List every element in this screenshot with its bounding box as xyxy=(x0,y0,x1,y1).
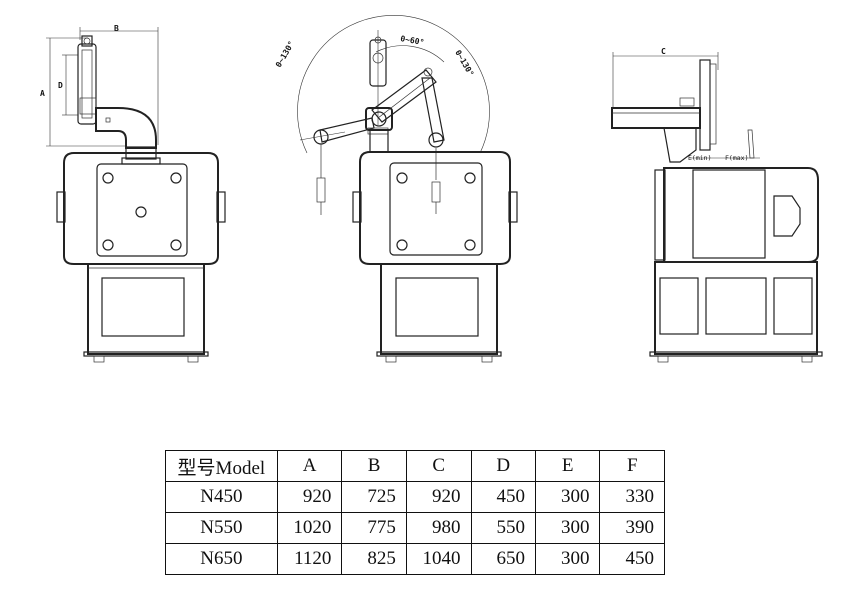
header-b: B xyxy=(341,450,407,482)
cell-e: 300 xyxy=(534,543,601,575)
header-a: A xyxy=(276,450,343,482)
cell-d: 450 xyxy=(470,481,537,513)
cell-c: 1040 xyxy=(405,543,472,575)
dim-label-b: B xyxy=(114,24,119,33)
dim-label-a: A xyxy=(40,89,45,98)
front-view-swing: 0~60° 0~130° 0~130° xyxy=(274,15,518,363)
dim-label-d: D xyxy=(58,81,63,90)
cell-b: 825 xyxy=(341,543,407,575)
cell-d: 650 xyxy=(470,543,537,575)
dim-label-e: E(min) xyxy=(688,154,711,162)
model-spec-table: 型号Model A B C D E F N450 920 725 920 450… xyxy=(165,450,665,575)
table-row: N450 920 725 920 450 300 330 xyxy=(165,481,665,513)
cell-f: 390 xyxy=(599,512,665,544)
cell-a: 1120 xyxy=(276,543,343,575)
header-d: D xyxy=(470,450,537,482)
header-model: 型号Model xyxy=(165,450,278,482)
cell-c: 980 xyxy=(405,512,472,544)
technical-drawing: B A D xyxy=(40,15,823,363)
cell-a: 920 xyxy=(276,481,343,513)
angle-label-right: 0~130° xyxy=(453,49,475,79)
cell-b: 725 xyxy=(341,481,407,513)
angle-label-left: 0~130° xyxy=(274,39,296,69)
table-row: N550 1020 775 980 550 300 390 xyxy=(165,512,665,544)
cell-d: 550 xyxy=(470,512,537,544)
front-view-left: B A D xyxy=(40,24,226,363)
cell-c: 920 xyxy=(405,481,472,513)
cell-model: N650 xyxy=(165,543,278,575)
dim-label-f: F(max) xyxy=(725,154,748,162)
table-header-row: 型号Model A B C D E F xyxy=(165,450,665,482)
cell-model: N450 xyxy=(165,481,278,513)
cell-f: 450 xyxy=(599,543,665,575)
table-row: N650 1120 825 1040 650 300 450 xyxy=(165,543,665,575)
header-e: E xyxy=(534,450,601,482)
dim-label-c: C xyxy=(661,47,666,56)
cell-e: 300 xyxy=(534,481,601,513)
side-view: C E(min) F(max) xyxy=(611,47,823,363)
angle-label-upper: 0~60° xyxy=(400,34,425,47)
cell-f: 330 xyxy=(599,481,665,513)
header-f: F xyxy=(599,450,665,482)
cell-model: N550 xyxy=(165,512,278,544)
cell-b: 775 xyxy=(341,512,407,544)
header-c: C xyxy=(405,450,472,482)
cell-a: 1020 xyxy=(276,512,343,544)
cell-e: 300 xyxy=(534,512,601,544)
